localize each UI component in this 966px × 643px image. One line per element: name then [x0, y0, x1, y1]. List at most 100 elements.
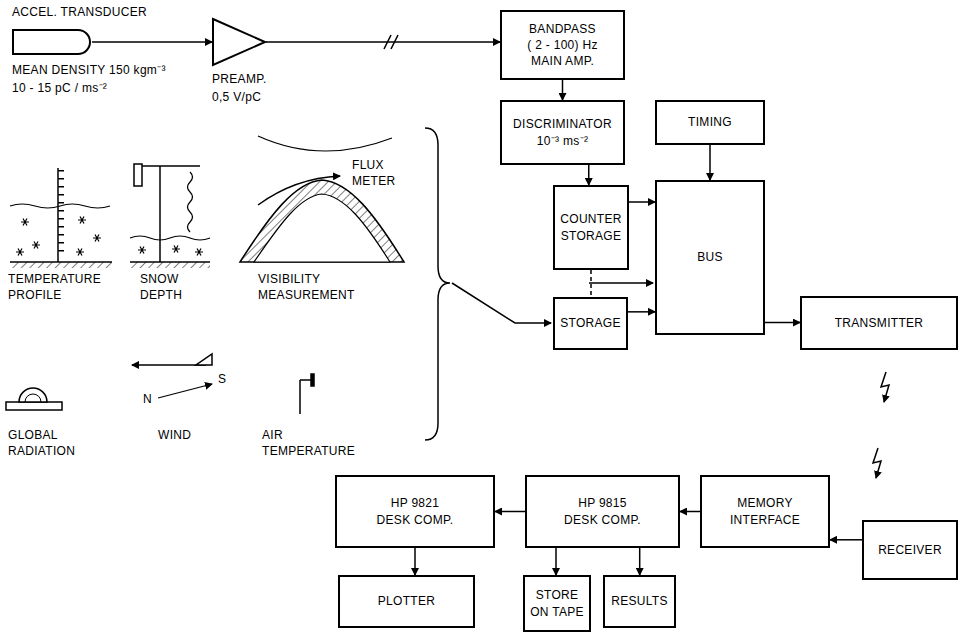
- amplifier-node: PREAMP.0,5 V/pC: [212, 18, 266, 66]
- storage-bus-arrow: [589, 282, 653, 284]
- sensor-input-arrow: [452, 283, 551, 323]
- lightning-arrow: [873, 448, 881, 478]
- global-radiation-figure: [6, 388, 62, 410]
- figure-label: TEMPERATURE PROFILE: [8, 272, 118, 303]
- sensor-head: [311, 374, 314, 386]
- process-box: TIMING: [655, 100, 765, 145]
- sensor-plate: [6, 402, 62, 410]
- node-text: MEMORY INTERFACE: [706, 495, 824, 527]
- signal-connector: [765, 322, 800, 324]
- snow-star: [195, 249, 203, 256]
- visibility-figure: [240, 136, 404, 262]
- sensor-dome: [19, 388, 47, 402]
- node-text: TIMING: [688, 114, 732, 130]
- snow-surface: [10, 204, 110, 208]
- ground-line: [10, 261, 112, 263]
- snow-star: [76, 249, 84, 256]
- node-text: COUNTER STORAGE: [559, 211, 623, 243]
- lightning-arrow: [881, 372, 889, 402]
- snow-star: [32, 242, 40, 249]
- node-text: 10⁻³ ms⁻²: [537, 133, 588, 149]
- compass-line: [158, 384, 212, 398]
- sound-wave: [188, 172, 193, 232]
- transducer-node: ACCEL. TRANSDUCERMEAN DENSITY 150 kgm⁻³1…: [12, 29, 92, 55]
- process-box: BUS: [655, 180, 765, 335]
- node-text: HP 9815: [578, 495, 627, 511]
- figure-label: WIND: [158, 428, 218, 444]
- air-temperature-figure: [300, 374, 314, 414]
- amplifier-triangle: [213, 19, 265, 65]
- figure-label: AIR TEMPERATURE: [262, 428, 362, 459]
- radio-link: [873, 372, 889, 478]
- signal-connector: [562, 80, 564, 100]
- node-text: TRANSMITTER: [835, 315, 924, 331]
- node-text: PLOTTER: [378, 593, 435, 609]
- signal-connector: [92, 41, 212, 43]
- signal-connector: [266, 41, 500, 43]
- snow-depth-figure: [130, 164, 210, 268]
- inner-dome: [25, 394, 41, 402]
- node-outline: [212, 18, 266, 66]
- sensor-pole: [57, 168, 59, 262]
- node-text: STORAGE: [560, 315, 621, 331]
- signal-connector: [628, 311, 655, 313]
- signal-connector: [590, 270, 592, 297]
- signal-connector: [588, 165, 590, 185]
- node-text: BUS: [697, 249, 723, 265]
- figure-label: SNOW DEPTH: [140, 272, 200, 303]
- snow-star: [16, 249, 24, 256]
- sensor-ticks: [58, 170, 64, 258]
- signal-connector: [709, 145, 711, 180]
- process-box: PLOTTER: [338, 575, 475, 628]
- ridge-inner: [254, 194, 390, 262]
- process-box: STORE ON TAPE: [523, 575, 591, 632]
- node-text: 10 - 15 pC / ms⁻²: [12, 79, 107, 96]
- figure-label: FLUX METER: [352, 158, 400, 189]
- signal-connector: [629, 201, 655, 203]
- signal-connector: [414, 548, 416, 575]
- depth-sensor: [134, 164, 142, 186]
- vane-tail: [196, 354, 212, 365]
- node-outline: [12, 29, 92, 55]
- node-text: DISCRIMINATOR: [513, 116, 612, 132]
- temperature-profile-figure: [10, 168, 112, 268]
- figure-label: S: [218, 372, 232, 388]
- figure-label: N: [143, 392, 157, 408]
- signal-connector: [639, 548, 641, 575]
- ground-line: [130, 261, 210, 263]
- ridge-outline: [240, 180, 404, 262]
- node-text: 0,5 V/pC: [212, 90, 261, 104]
- node-text: DESK COMP.: [377, 512, 454, 528]
- wind-figure: [132, 354, 212, 398]
- transducer-body: [13, 30, 90, 54]
- process-box: DISCRIMINATOR10⁻³ ms⁻²: [500, 100, 625, 165]
- sensor-arm: [300, 379, 312, 381]
- snow-star: [138, 247, 146, 254]
- node-text: MEAN DENSITY 150 kgm⁻³: [12, 61, 166, 78]
- node-text: RESULTS: [611, 593, 668, 609]
- node-text: ACCEL. TRANSDUCER: [12, 5, 147, 19]
- process-box: COUNTER STORAGE: [553, 185, 629, 270]
- signal-connector: [830, 539, 862, 541]
- signal-connector: [555, 548, 557, 575]
- sensor-pole: [299, 380, 301, 414]
- snow-star: [172, 246, 180, 253]
- ground-hatch: [130, 262, 210, 268]
- node-text: DESK COMP.: [564, 512, 641, 528]
- process-box: HP 9815DESK COMP.: [525, 475, 680, 548]
- snow-surface: [130, 236, 210, 240]
- mast: [159, 166, 161, 262]
- process-box: BANDPASS( 2 - 100) HzMAIN AMP.: [500, 10, 625, 80]
- node-text: MAIN AMP.: [531, 53, 594, 69]
- process-box: STORAGE: [553, 297, 628, 350]
- node-text: RECEIVER: [878, 542, 942, 558]
- snow-star: [21, 219, 29, 226]
- node-text: BANDPASS: [529, 21, 596, 37]
- signal-connector: [495, 511, 525, 513]
- figure-label: VISIBILITY MEASUREMENT: [258, 272, 358, 303]
- signal-connector: [680, 511, 700, 513]
- process-box: RECEIVER: [862, 520, 958, 580]
- node-text: PREAMP.: [212, 72, 267, 86]
- mast-arm: [134, 165, 200, 167]
